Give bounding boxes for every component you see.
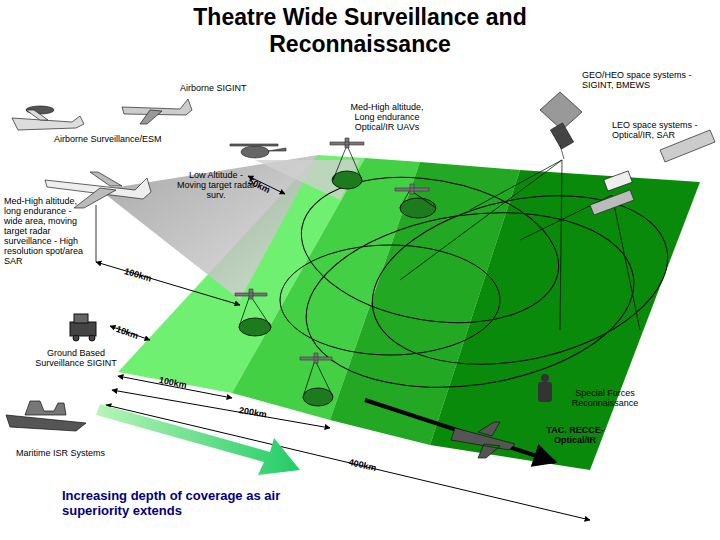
platform-label: Airborne SIGINT: [180, 83, 270, 93]
caption-note: Increasing depth of coverage as air supe…: [62, 488, 312, 518]
platform-label: Airborne Surveillance/ESM: [54, 134, 184, 144]
diagram-title: Theatre Wide Surveillance and Reconnaiss…: [110, 4, 610, 58]
platform-label: Low Altitude - Moving target radar surv.: [176, 170, 256, 200]
platform-label: LEO space systems - Optical/IR, SAR: [612, 120, 702, 140]
platform-label: GEO/HEO space systems - SIGINT, BMEWS: [582, 70, 692, 90]
dimension-label: 10km: [115, 324, 147, 343]
platform-label: TAC. RECCE- Optical/IR: [540, 425, 610, 445]
platform-label: Med-High altitude, long endurance - wide…: [4, 196, 92, 266]
dimension-label: 100km: [123, 266, 164, 287]
platform-label: Maritime ISR Systems: [16, 448, 126, 458]
platform-label: Med-High altitude, Long endurance Optica…: [342, 102, 432, 132]
platform-label: Special Forces Reconnaissance: [565, 388, 645, 408]
dimension-label: 400km: [348, 457, 389, 476]
platform-label: Ground Based Surveillance SIGINT: [34, 348, 118, 368]
dimension-label: 200km: [238, 405, 279, 422]
